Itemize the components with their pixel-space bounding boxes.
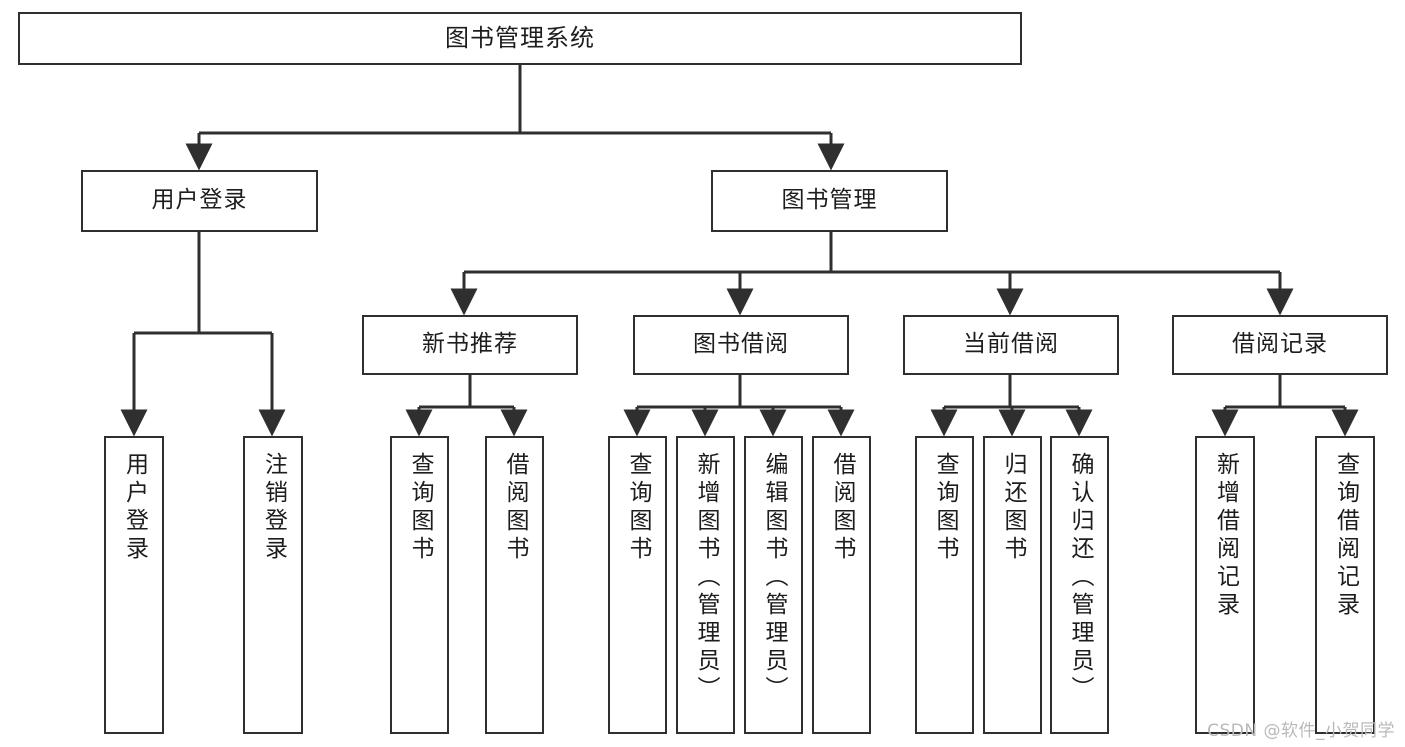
node-root-system[interactable]: 图书管理系统 xyxy=(18,12,1022,65)
node-label: 借阅记录 xyxy=(1232,331,1328,358)
leaf-return-book[interactable]: 归还图书 xyxy=(983,436,1042,734)
node-label: 借阅图书 xyxy=(502,452,528,564)
node-label: 用户登录 xyxy=(151,187,248,214)
node-current-borrow[interactable]: 当前借阅 xyxy=(903,315,1119,375)
node-label: 查询图书 xyxy=(625,452,651,564)
leaf-logout[interactable]: 注销登录 xyxy=(243,436,303,734)
leaf-user-login[interactable]: 用户登录 xyxy=(104,436,164,734)
node-label: 当前借阅 xyxy=(963,331,1059,358)
node-new-book-recommend[interactable]: 新书推荐 xyxy=(362,315,578,375)
node-label: 查询借阅记录 xyxy=(1332,452,1359,620)
node-label: 新增借阅记录 xyxy=(1212,452,1239,620)
leaf-borrow-book-1[interactable]: 借阅图书 xyxy=(485,436,544,734)
node-book-borrow[interactable]: 图书借阅 xyxy=(633,315,849,375)
leaf-confirm-return[interactable]: 确认归还（管理员） xyxy=(1050,436,1109,734)
leaf-edit-book[interactable]: 编辑图书（管理员） xyxy=(744,436,803,734)
node-label: 归还图书 xyxy=(1000,452,1026,564)
node-user-login[interactable]: 用户登录 xyxy=(81,170,318,232)
leaf-query-book-1[interactable]: 查询图书 xyxy=(390,436,449,734)
leaf-add-book[interactable]: 新增图书（管理员） xyxy=(676,436,735,734)
node-label: 图书管理系统 xyxy=(445,24,595,53)
leaf-query-record[interactable]: 查询借阅记录 xyxy=(1315,436,1375,734)
node-label: 新增图书（管理员） xyxy=(693,452,719,704)
node-book-management[interactable]: 图书管理 xyxy=(711,170,948,232)
leaf-borrow-book-2[interactable]: 借阅图书 xyxy=(812,436,871,734)
leaf-query-book-2[interactable]: 查询图书 xyxy=(608,436,667,734)
node-label: 查询图书 xyxy=(407,452,433,564)
node-label: 用户登录 xyxy=(121,452,148,564)
csdn-watermark: CSDN @软件_小贺同学 xyxy=(1207,721,1395,741)
node-borrow-record[interactable]: 借阅记录 xyxy=(1172,315,1388,375)
node-label: 图书借阅 xyxy=(693,331,789,358)
node-label: 编辑图书（管理员） xyxy=(761,452,787,704)
node-label: 查询图书 xyxy=(932,452,958,564)
node-label: 借阅图书 xyxy=(829,452,855,564)
leaf-query-book-3[interactable]: 查询图书 xyxy=(915,436,974,734)
node-label: 注销登录 xyxy=(260,452,287,564)
node-label: 图书管理 xyxy=(781,187,878,214)
node-label: 新书推荐 xyxy=(422,331,518,358)
node-label: 确认归还（管理员） xyxy=(1067,452,1093,704)
leaf-add-record[interactable]: 新增借阅记录 xyxy=(1195,436,1255,734)
